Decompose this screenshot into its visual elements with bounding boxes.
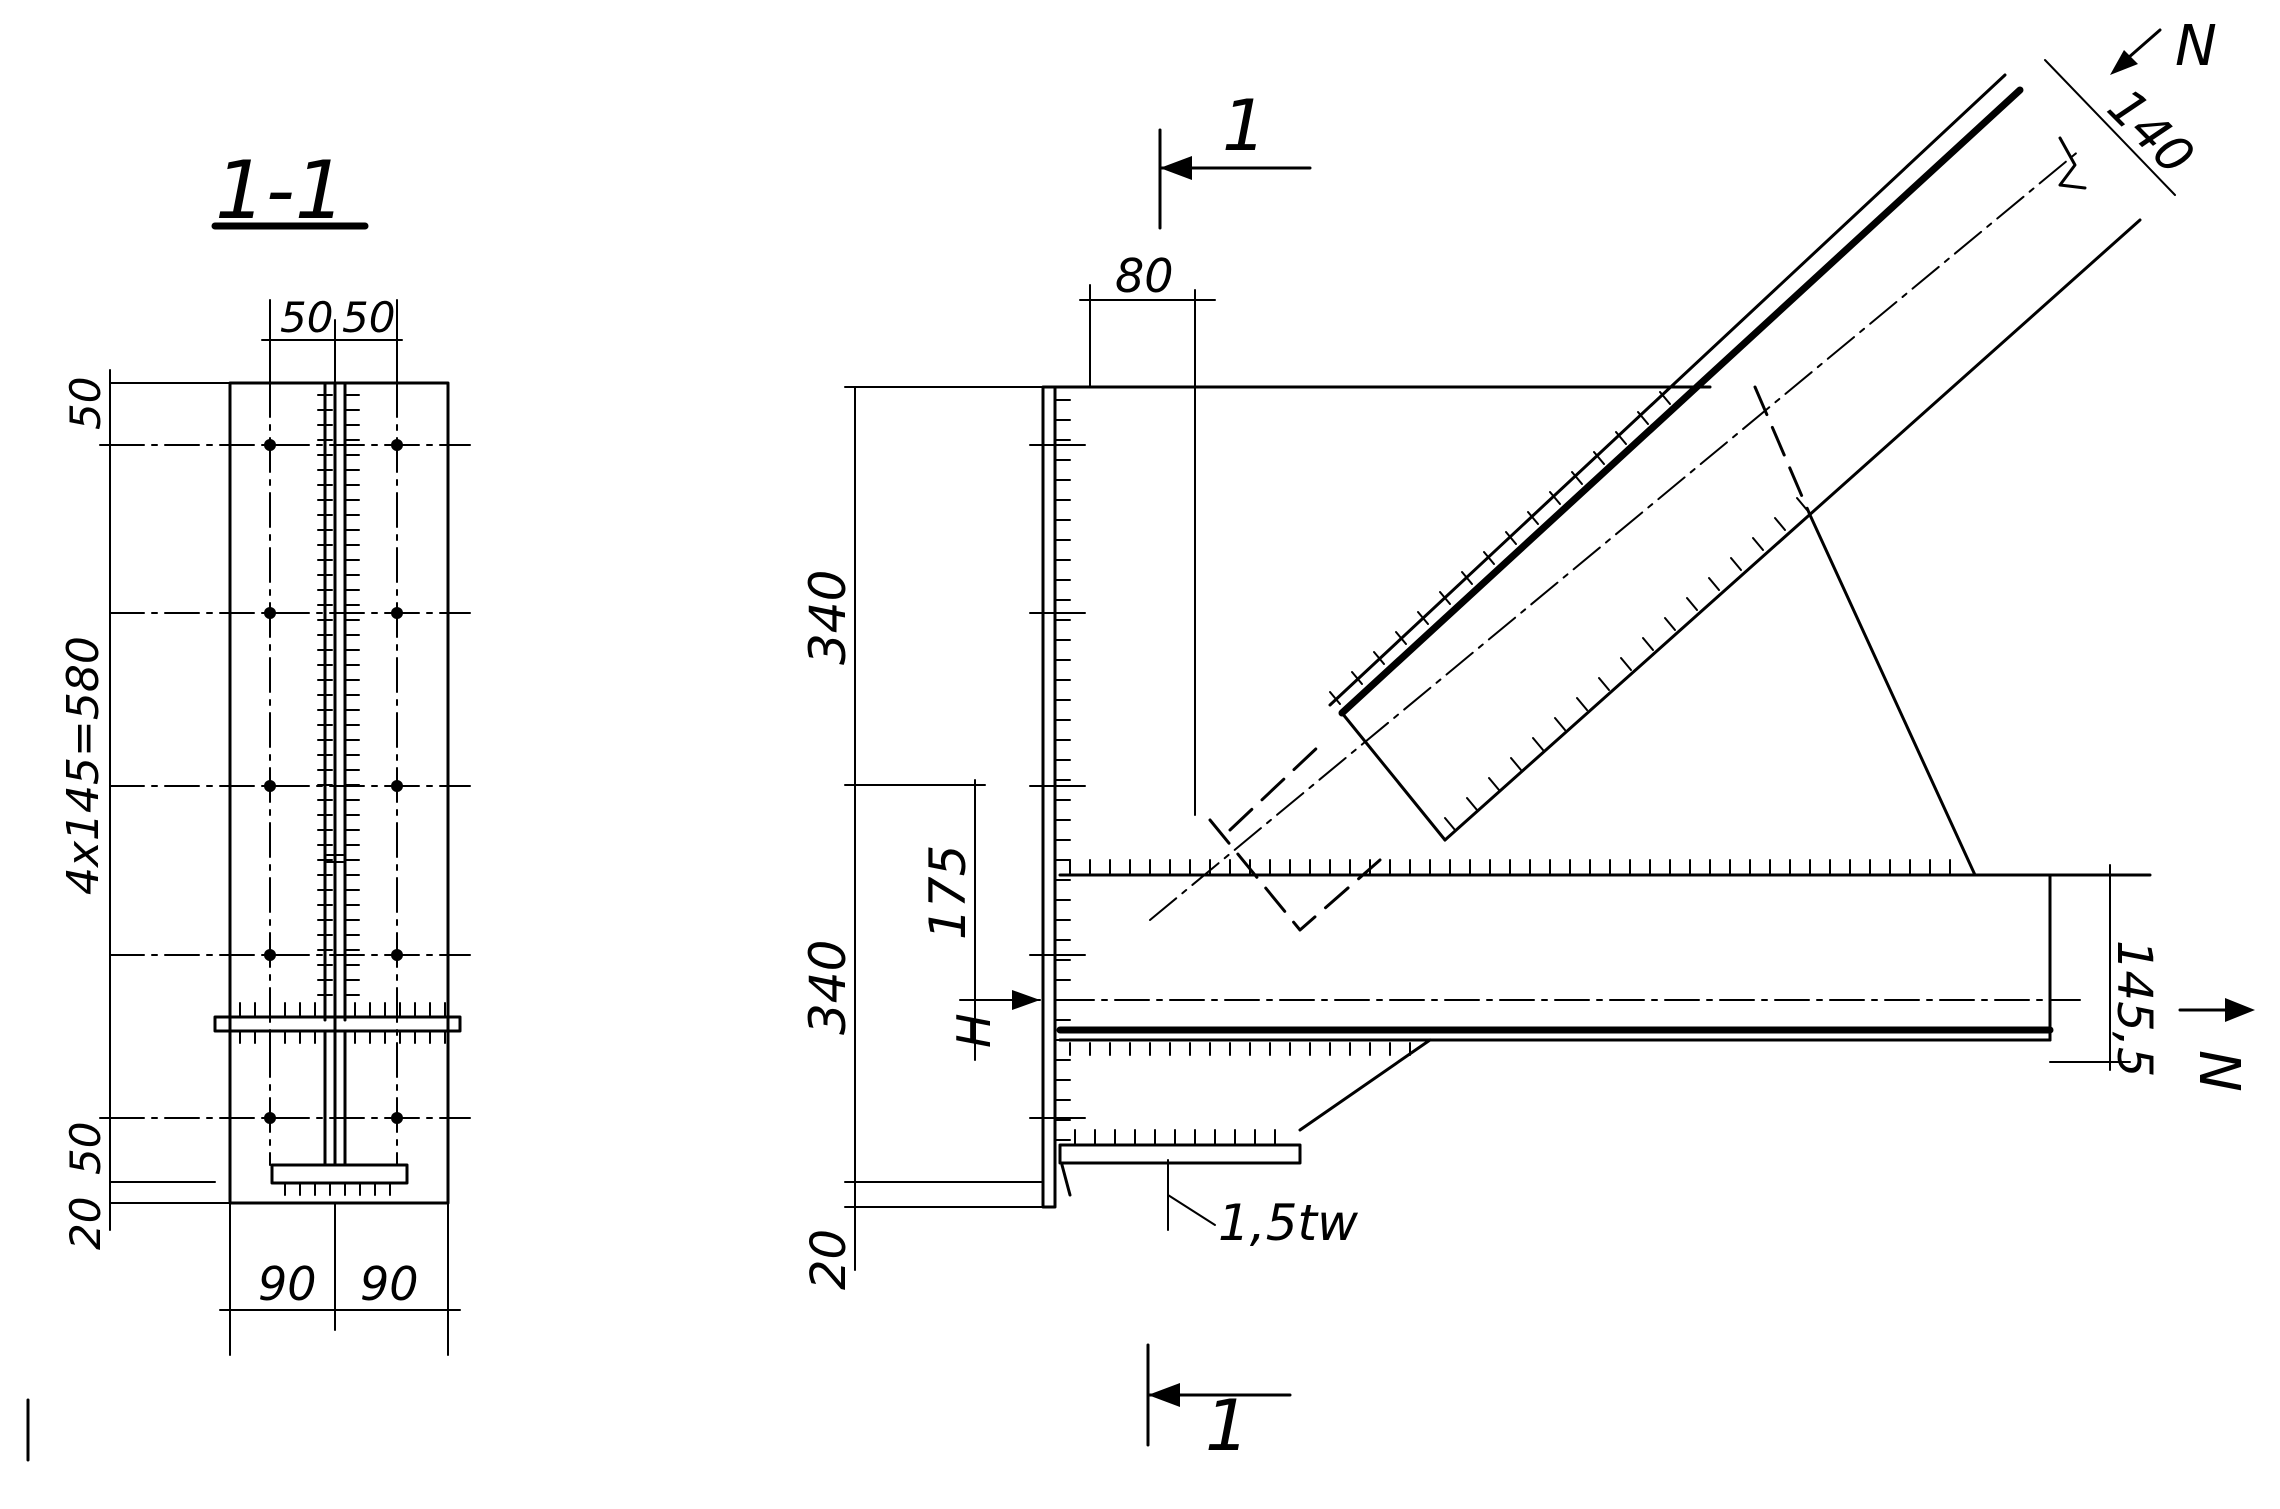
dim-bottom-edge: 50 (61, 1122, 110, 1175)
section-chord-flange (213, 1015, 462, 1033)
dim-half-width-right: 90 (360, 1257, 419, 1311)
section-cut-bottom: 1 (1146, 1343, 1292, 1467)
bolt-hole (391, 439, 403, 451)
bolt-hole (264, 607, 276, 619)
force-arrow-head (2225, 998, 2255, 1022)
section-1-1-view: 1-1 (26, 144, 471, 1462)
bolt-hole (264, 439, 276, 451)
bolt-hole (391, 607, 403, 619)
section-flange-weld (239, 1002, 446, 1044)
dim-gusset-upper: 340 (799, 570, 857, 665)
force-arrow-head (2110, 50, 2138, 75)
dim-web-right: 50 (342, 293, 395, 342)
chord-weld (1069, 859, 1951, 1056)
dim-brace-width: 140 (2097, 77, 2205, 185)
section-title: 1-1 (215, 144, 346, 237)
section-cut-top: 1 (1158, 85, 1312, 230)
section-bottom-flange (270, 1163, 409, 1185)
dim-bolt-spacing: 4x145=580 (58, 636, 109, 895)
gusset-hidden-edge (1753, 385, 1812, 517)
stiffener-weld-leader (1060, 1163, 1072, 1197)
section-web-weld (317, 394, 360, 996)
bolt-hole (264, 780, 276, 792)
weld-leg-label: 1,5tw (1218, 1194, 1358, 1252)
brace-hidden-web (1228, 743, 1322, 832)
section-mark-bottom: 1 (1205, 1385, 1250, 1467)
dim-gusset-offset: 80 (1115, 249, 1174, 303)
bolt-hole (264, 949, 276, 961)
gusset-right-edge (1808, 513, 1977, 877)
brace-weld-top (1329, 391, 1671, 705)
dim-brace-width-line (2044, 59, 2176, 196)
diagonal-brace (1149, 73, 2142, 932)
dim-half-width-left: 90 (258, 1257, 317, 1311)
bolt-hole (264, 1112, 276, 1124)
brace-weld-bottom (1444, 497, 1808, 831)
force-horizontal-label: N (2186, 1050, 2251, 1092)
bolt-hole (391, 949, 403, 961)
dim-eccentricity: 175 (919, 845, 977, 940)
lower-gusset-edge (1298, 1038, 1432, 1132)
lower-stiffener-plate (1058, 1143, 1302, 1165)
bolt-hole (391, 780, 403, 792)
end-flange-plate (1041, 385, 1057, 1209)
force-horizontal: N (2178, 998, 2255, 1092)
force-diagonal: N (2110, 14, 2217, 79)
section-bolt-rows (109, 439, 471, 1124)
section-dimensions: 50 50 50 4x145=580 50 20 90 90 (58, 293, 461, 1356)
dim-chord-depth: 145,5 (2106, 940, 2162, 1077)
dim-base-plate: 20 (61, 1197, 110, 1250)
section-mark-top: 1 (1222, 85, 1267, 167)
brace-bottom-edge (1443, 218, 2142, 842)
dim-web-left: 50 (280, 293, 333, 342)
brace-axis (1149, 149, 2081, 921)
bolt-hole (391, 1112, 403, 1124)
brace-hidden-end (1208, 818, 1382, 932)
end-plate-weld (1054, 399, 1071, 1141)
end-plate-bolts (1029, 444, 1086, 1119)
weld-leg-pointer (1167, 1194, 1216, 1226)
elevation-dimensions: 80 140 340 340 20 175 H 145,5 1,5tw (799, 59, 2205, 1290)
brace-web (1338, 86, 2024, 717)
neutral-axis-mark: H (947, 1013, 1001, 1048)
brace-top-edge (1328, 73, 2007, 707)
dim-bottom-plate: 20 (801, 1229, 857, 1290)
brace-break-mark (2058, 136, 2087, 190)
force-diagonal-label: N (2175, 14, 2217, 79)
cut-arrow-head (1148, 1383, 1180, 1407)
lower-stiffener-weld (1074, 1129, 1276, 1146)
brace-end (1340, 711, 1447, 842)
elevation-view: 1 1 (799, 14, 2255, 1467)
dim-arrow-head (1012, 990, 1040, 1010)
cut-arrow-head (1160, 156, 1192, 180)
dim-top-edge: 50 (61, 377, 110, 430)
section-plate-outline (228, 381, 450, 1205)
section-bottom-weld (284, 1182, 391, 1196)
dim-gusset-lower: 340 (799, 940, 857, 1035)
